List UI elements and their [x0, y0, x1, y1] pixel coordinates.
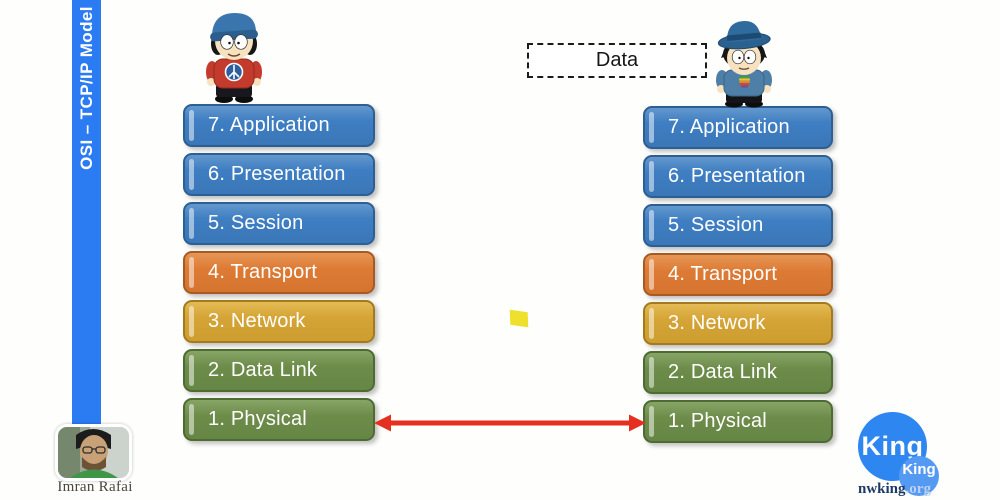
osi-stack-right: 7. Application 6. Presentation 5. Sessio… [643, 106, 833, 449]
brand-badge-text: King [902, 461, 936, 478]
layer-label: 5. Session [208, 212, 304, 234]
layer-label: 4. Transport [668, 263, 778, 285]
osi-stack-left: 7. Application 6. Presentation 5. Sessio… [183, 104, 375, 447]
layer-transport-left: 4. Transport [183, 251, 375, 294]
layer-datalink-left: 2. Data Link [183, 349, 375, 392]
beanie-kid-character-icon [206, 13, 262, 103]
layer-label: 5. Session [668, 214, 764, 236]
layer-transport-right: 4. Transport [643, 253, 833, 296]
layer-label: 4. Transport [208, 261, 318, 283]
layer-physical-left: 1. Physical [183, 398, 375, 441]
layer-datalink-right: 2. Data Link [643, 351, 833, 394]
site-name: nwking [858, 481, 906, 497]
presenter-name: Imran Rafai [57, 479, 133, 495]
layer-session-left: 5. Session [183, 202, 375, 245]
layer-application-left: 7. Application [183, 104, 375, 147]
layer-label: 3. Network [208, 310, 306, 332]
layer-label: 2. Data Link [668, 361, 778, 383]
layer-label: 1. Physical [668, 410, 767, 432]
site-tld: .org [905, 481, 931, 497]
brand-site-url: nwking.org [858, 481, 931, 498]
layer-label: 7. Application [208, 114, 330, 136]
brand-logo-badge-circle [899, 456, 939, 496]
layer-physical-right: 1. Physical [643, 400, 833, 443]
physical-link-arrow-icon [374, 414, 646, 432]
fedora-kid-character-icon [716, 21, 772, 108]
slide-title: OSI – TCP/IP Model [76, 6, 96, 170]
title-ribbon: OSI – TCP/IP Model [72, 0, 101, 430]
layer-presentation-left: 6. Presentation [183, 153, 375, 196]
layer-application-right: 7. Application [643, 106, 833, 149]
layer-label: 7. Application [668, 116, 790, 138]
presenter-photo [55, 424, 132, 481]
layer-network-left: 3. Network [183, 300, 375, 343]
layer-network-right: 3. Network [643, 302, 833, 345]
layer-label: 6. Presentation [208, 163, 346, 185]
presenter-portrait-icon [58, 427, 129, 478]
data-packet-box: Data [527, 43, 707, 78]
yellow-note-icon [509, 309, 529, 328]
layer-session-right: 5. Session [643, 204, 833, 247]
layer-label: 2. Data Link [208, 359, 318, 381]
layer-label: 3. Network [668, 312, 766, 334]
rainbow-apple-logo-icon [739, 76, 750, 88]
layer-label: 1. Physical [208, 408, 307, 430]
layer-presentation-right: 6. Presentation [643, 155, 833, 198]
data-packet-label: Data [595, 49, 639, 71]
layer-label: 6. Presentation [668, 165, 806, 187]
